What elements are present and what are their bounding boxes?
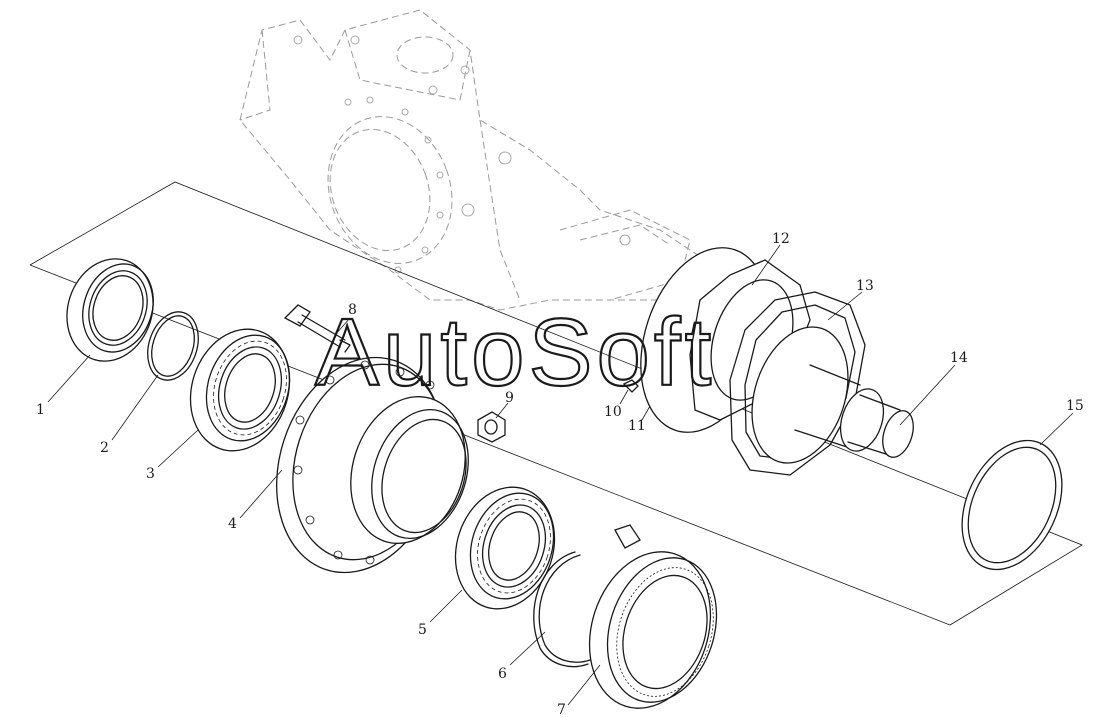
axle-housing [239,9,721,311]
part-bearing-5 [454,486,556,610]
part-ring-2 [147,311,199,381]
part-nut-9 [477,411,506,443]
callout-2: 2 [100,440,109,456]
leader-lines [47,244,1074,706]
part-shaft-14 [751,326,914,464]
part-bearing-3 [189,328,291,452]
part-hub-4 [276,356,469,574]
callout-10: 10 [604,404,622,420]
callout-labels: 1 2 3 4 5 6 7 8 9 10 11 12 13 14 15 [36,231,1084,717]
part-fastener-10 [622,379,639,393]
assembly-axis-frame [29,181,1083,626]
callout-3: 3 [146,466,155,482]
callout-11: 11 [628,418,646,434]
part-circlip-6 [533,551,591,668]
part-gasket-13 [729,291,866,476]
callout-14: 14 [950,350,968,366]
callout-8: 8 [348,302,357,318]
callout-1: 1 [36,402,45,418]
part-seal-1 [66,258,154,362]
watermark-text: AutoSoft [315,299,715,406]
callout-13: 13 [856,278,874,294]
callout-12: 12 [772,231,790,247]
callout-6: 6 [498,666,507,682]
callout-7: 7 [557,702,566,717]
callout-4: 4 [228,516,237,532]
callout-5: 5 [418,622,427,638]
callout-15: 15 [1066,398,1084,414]
callout-9: 9 [505,390,514,406]
part-bolt-8 [283,304,351,353]
part-ring-15 [961,439,1063,571]
part-ring-gear-7 [588,524,718,709]
